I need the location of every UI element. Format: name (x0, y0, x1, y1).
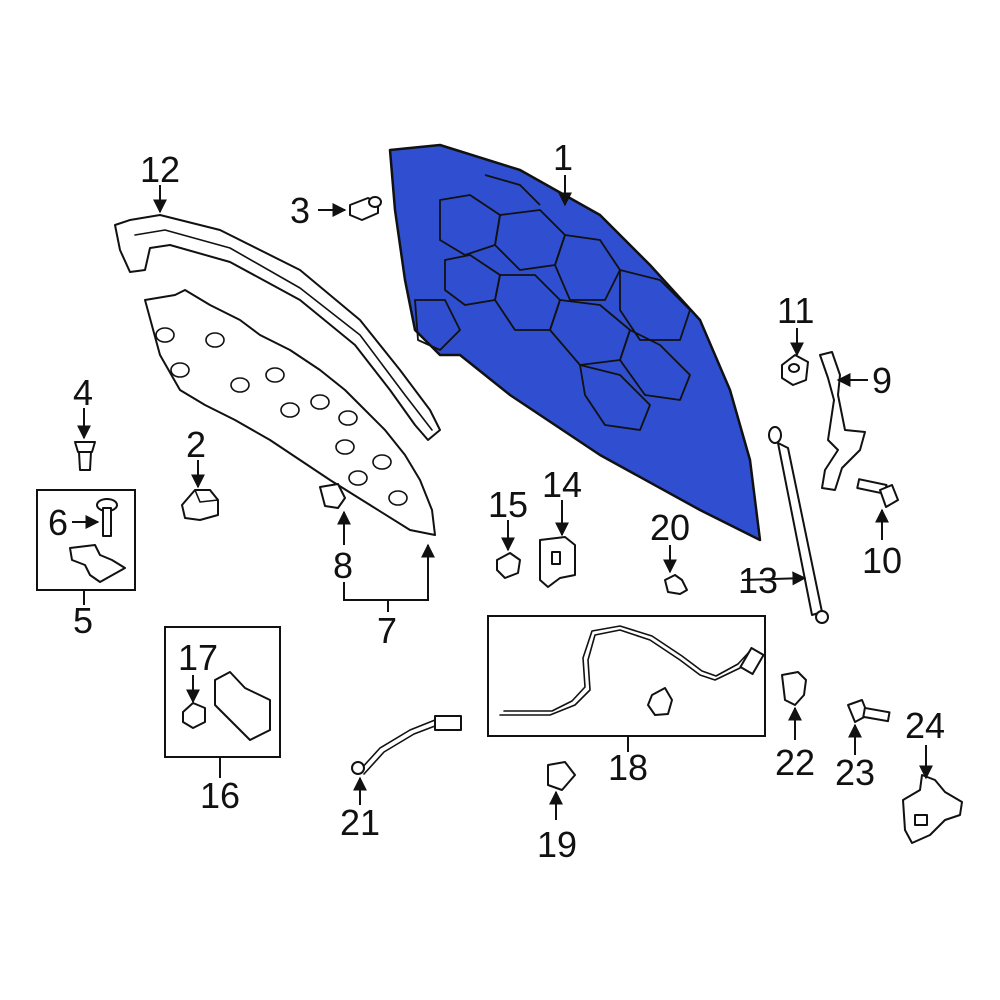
callout-2: 2 (186, 424, 206, 465)
callout-10: 10 (862, 540, 902, 581)
box-18 (487, 615, 766, 737)
hood-seal (114, 214, 441, 441)
bracket-5 (69, 544, 126, 583)
box-5 (36, 489, 136, 591)
clip-19 (547, 761, 576, 791)
bracket-14 (539, 536, 576, 588)
bolt-10 (856, 478, 899, 508)
bumper-20 (664, 574, 688, 595)
callout-4: 4 (73, 372, 93, 413)
nut-15 (496, 552, 521, 579)
callout-labels: 1 2 3 4 5 6 7 8 9 10 11 12 13 14 15 16 1… (48, 137, 945, 865)
callout-14: 14 (542, 464, 582, 505)
box-16 (164, 626, 281, 758)
hinge-9 (819, 351, 866, 491)
callout-1: 1 (553, 137, 573, 178)
cable-21 (351, 715, 462, 775)
clip-8 (319, 483, 346, 509)
hood-panel (388, 143, 762, 542)
latch-24 (902, 774, 963, 844)
release-cable-18 (499, 625, 765, 716)
callout-3: 3 (290, 190, 310, 231)
callout-21: 21 (340, 802, 380, 843)
callout-19: 19 (537, 824, 577, 865)
callout-23: 23 (835, 752, 875, 793)
callout-5: 5 (73, 600, 93, 641)
latch-16 (214, 671, 271, 741)
callout-18: 18 (608, 747, 648, 788)
callout-13: 13 (738, 560, 778, 601)
callout-22: 22 (775, 742, 815, 783)
clip-22 (781, 671, 807, 706)
callout-16: 16 (200, 775, 240, 816)
callout-8: 8 (333, 545, 353, 586)
hood-insulator (144, 289, 436, 536)
gas-strut-13 (768, 426, 829, 624)
callout-12: 12 (140, 149, 180, 190)
nut-11 (781, 354, 809, 386)
callout-9: 9 (872, 360, 892, 401)
nut-17 (182, 702, 206, 729)
callout-6: 6 (48, 502, 68, 543)
callout-24: 24 (905, 705, 945, 746)
bolt-6 (96, 498, 118, 537)
callout-7: 7 (377, 610, 397, 651)
push-pin-4 (74, 441, 96, 471)
leader-lines (72, 175, 933, 820)
callout-17: 17 (178, 637, 218, 678)
callout-20: 20 (650, 507, 690, 548)
callout-15: 15 (488, 484, 528, 525)
bolt-23 (847, 699, 891, 723)
hood-bumper (349, 196, 382, 221)
callout-11: 11 (777, 290, 814, 331)
clip-2 (181, 489, 219, 521)
